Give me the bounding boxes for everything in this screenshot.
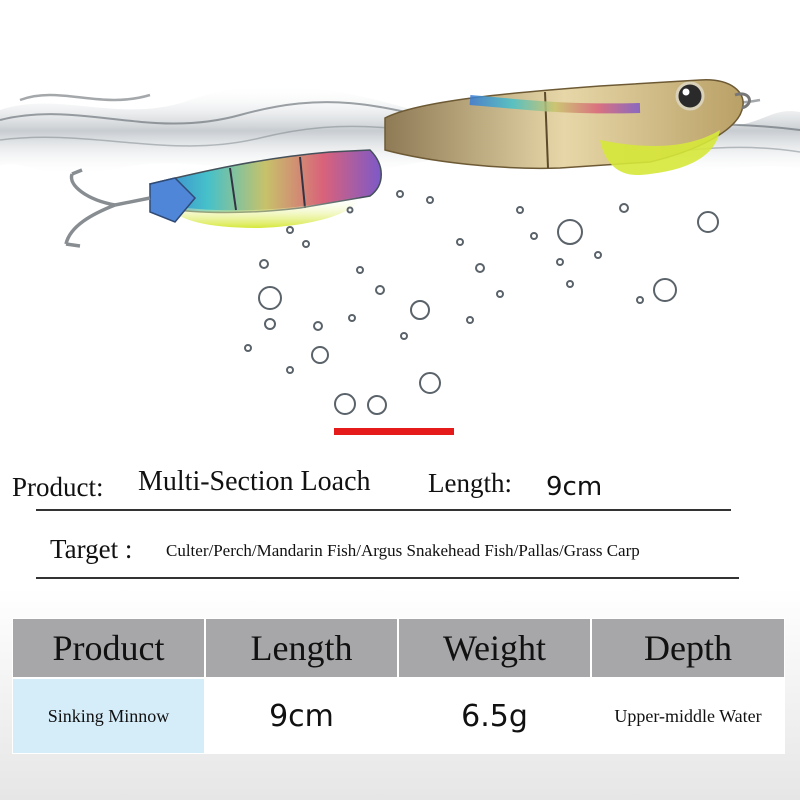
length-value: 9cm bbox=[546, 472, 603, 502]
target-value: Culter/Perch/Mandarin Fish/Argus Snakehe… bbox=[166, 541, 640, 560]
product-value: Multi-Section Loach bbox=[138, 466, 371, 497]
table-cell-weight: 6.5g bbox=[398, 678, 591, 754]
treble-hook-icon bbox=[64, 168, 151, 248]
table-header-length: Length bbox=[205, 618, 398, 678]
length-label: Length: bbox=[428, 468, 512, 498]
table-cell-depth: Upper-middle Water bbox=[591, 678, 785, 754]
red-divider-bar bbox=[334, 428, 454, 435]
product-hero-image bbox=[0, 79, 800, 415]
air-bubbles-icon bbox=[244, 190, 719, 415]
table-header-depth: Depth bbox=[591, 618, 785, 678]
spec-table: Product Length Weight Depth Sinking Minn… bbox=[12, 618, 785, 754]
target-label: Target : bbox=[50, 534, 133, 564]
target-divider-line bbox=[36, 577, 739, 579]
table-header-weight: Weight bbox=[398, 618, 591, 678]
spec-divider-line bbox=[36, 509, 731, 511]
table-cell-length: 9cm bbox=[205, 678, 398, 754]
lure-splash-illustration bbox=[0, 79, 800, 415]
product-label: Product: bbox=[12, 472, 104, 502]
table-cell-product: Sinking Minnow bbox=[12, 678, 205, 754]
fishing-lure-icon bbox=[148, 79, 751, 228]
table-header-product: Product bbox=[12, 618, 205, 678]
